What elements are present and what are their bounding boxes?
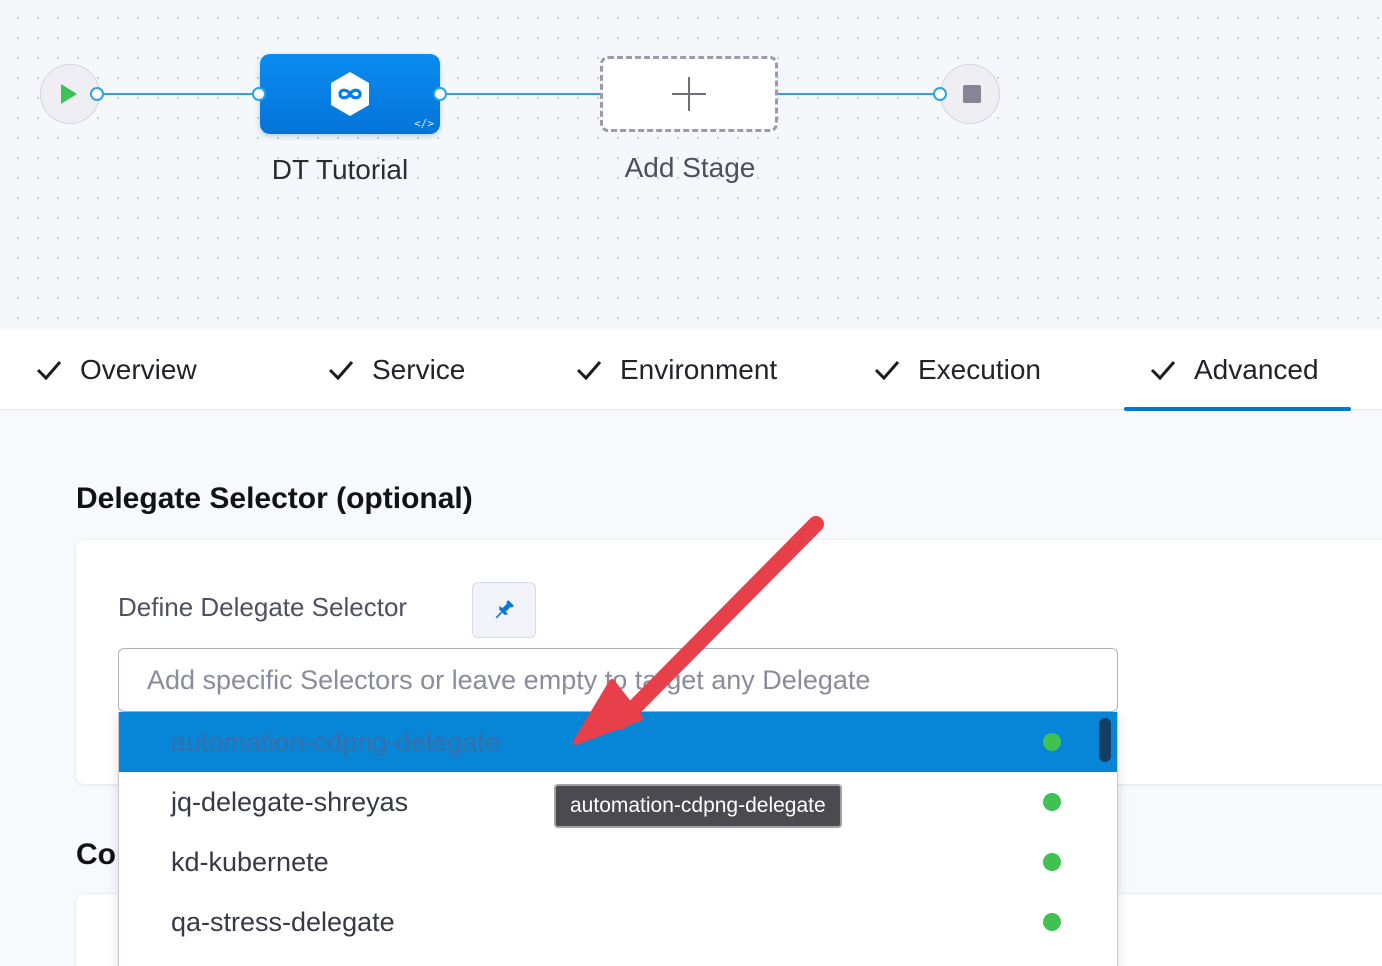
option-label: qa-stress-delegate [171, 906, 395, 937]
tab-overview[interactable]: Overview [34, 330, 197, 410]
delegate-dropdown: automation-cdpng-delegate jq-delegate-sh… [118, 712, 1118, 966]
dropdown-option[interactable]: kd-kubernete [119, 832, 1117, 892]
status-dot-icon [1043, 733, 1061, 751]
tab-label: Service [372, 354, 466, 385]
section-title-partial: Co [76, 838, 116, 871]
tab-label: Overview [80, 354, 197, 385]
status-dot-icon [1043, 913, 1061, 931]
add-stage-label: Add Stage [624, 152, 756, 183]
checkmark-icon [874, 361, 900, 381]
dropdown-option[interactable]: automation-cdpng-delegate [119, 712, 1117, 772]
connector-port [90, 87, 104, 101]
connector-line [778, 93, 940, 95]
tab-execution[interactable]: Execution [872, 330, 1041, 410]
connector-port [433, 87, 447, 101]
stage-node-dt-tutorial[interactable]: </> [260, 54, 440, 134]
checkmark-icon [1150, 361, 1176, 381]
pipeline-end-node[interactable] [940, 64, 1000, 124]
tab-advanced[interactable]: Advanced [1124, 330, 1351, 411]
status-dot-icon [1043, 853, 1061, 871]
checkmark-icon [36, 361, 62, 381]
option-tooltip: automation-cdpng-delegate [556, 786, 840, 826]
play-icon [61, 84, 77, 104]
option-label: automation-cdpng-delegate [171, 726, 500, 757]
tab-label: Environment [620, 354, 778, 385]
checkmark-icon [576, 361, 602, 381]
option-label: jq-delegate-shreyas [171, 786, 409, 817]
pin-icon [495, 600, 514, 619]
scrollbar-thumb[interactable] [1099, 718, 1111, 762]
connector-line [100, 93, 260, 95]
option-label: kd-kubernete [171, 846, 329, 877]
add-stage-button[interactable] [600, 56, 778, 132]
connector-port [252, 87, 266, 101]
dropdown-option[interactable]: jq-delegate-shreyas [119, 772, 1117, 832]
connector-line [440, 93, 600, 95]
tab-label: Execution [918, 354, 1041, 385]
stop-icon [962, 85, 981, 103]
checkmark-icon [328, 361, 354, 381]
plus-icon [672, 77, 706, 111]
code-icon: </> [414, 117, 434, 130]
dropdown-option[interactable]: qa-stress-delegate [119, 892, 1117, 952]
status-dot-icon [1043, 793, 1061, 811]
section-title: Delegate Selector (optional) [76, 482, 473, 515]
tab-environment[interactable]: Environment [574, 330, 777, 410]
delegate-selector-input[interactable] [118, 648, 1118, 712]
connector-port [933, 87, 947, 101]
tab-service[interactable]: Service [326, 330, 465, 410]
field-label: Define Delegate Selector [118, 592, 408, 622]
stage-label: DT Tutorial [271, 154, 409, 185]
stage-tabs: Overview Service Environment Execution A… [0, 330, 1382, 411]
pipeline-canvas: </> DT Tutorial Add Stage [0, 0, 1382, 330]
pin-button[interactable] [472, 582, 536, 638]
continuous-delivery-hex-icon [331, 72, 369, 116]
tab-label: Advanced [1194, 354, 1319, 385]
